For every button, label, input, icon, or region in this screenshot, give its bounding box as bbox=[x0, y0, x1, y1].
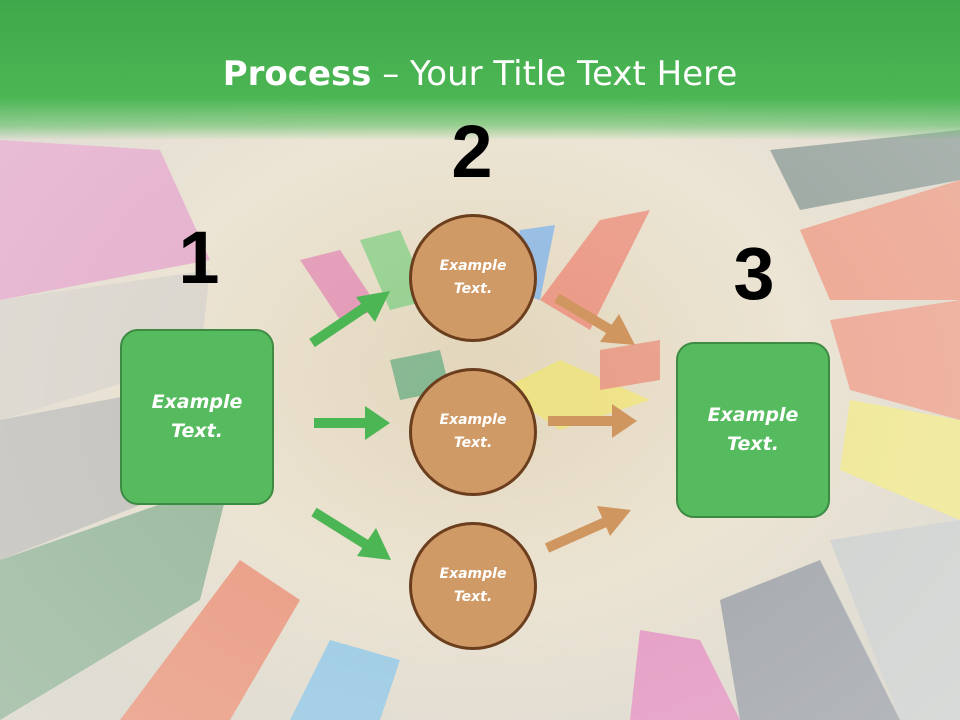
left-box-text: Example Text. bbox=[151, 391, 243, 442]
circle-middle-text: Example Text. bbox=[439, 412, 507, 451]
step-number-2: 2 bbox=[451, 110, 493, 193]
title-bar bbox=[0, 0, 960, 140]
left-process-box[interactable]: Example Text. bbox=[120, 329, 274, 505]
right-box-text: Example Text. bbox=[707, 404, 799, 455]
circle-top-text: Example Text. bbox=[439, 258, 507, 297]
process-circle-bottom[interactable]: Example Text. bbox=[409, 522, 537, 650]
title-bold-part: Process bbox=[222, 54, 372, 94]
step-number-1: 1 bbox=[178, 216, 220, 299]
step-number-3: 3 bbox=[733, 232, 775, 315]
process-circle-top[interactable]: Example Text. bbox=[409, 214, 537, 342]
circle-bottom-text: Example Text. bbox=[439, 566, 507, 605]
right-process-box[interactable]: Example Text. bbox=[676, 342, 830, 518]
process-circle-middle[interactable]: Example Text. bbox=[409, 368, 537, 496]
slide-title[interactable]: Process – Your Title Text Here bbox=[0, 52, 960, 96]
title-rest-part: – Your Title Text Here bbox=[371, 54, 738, 94]
